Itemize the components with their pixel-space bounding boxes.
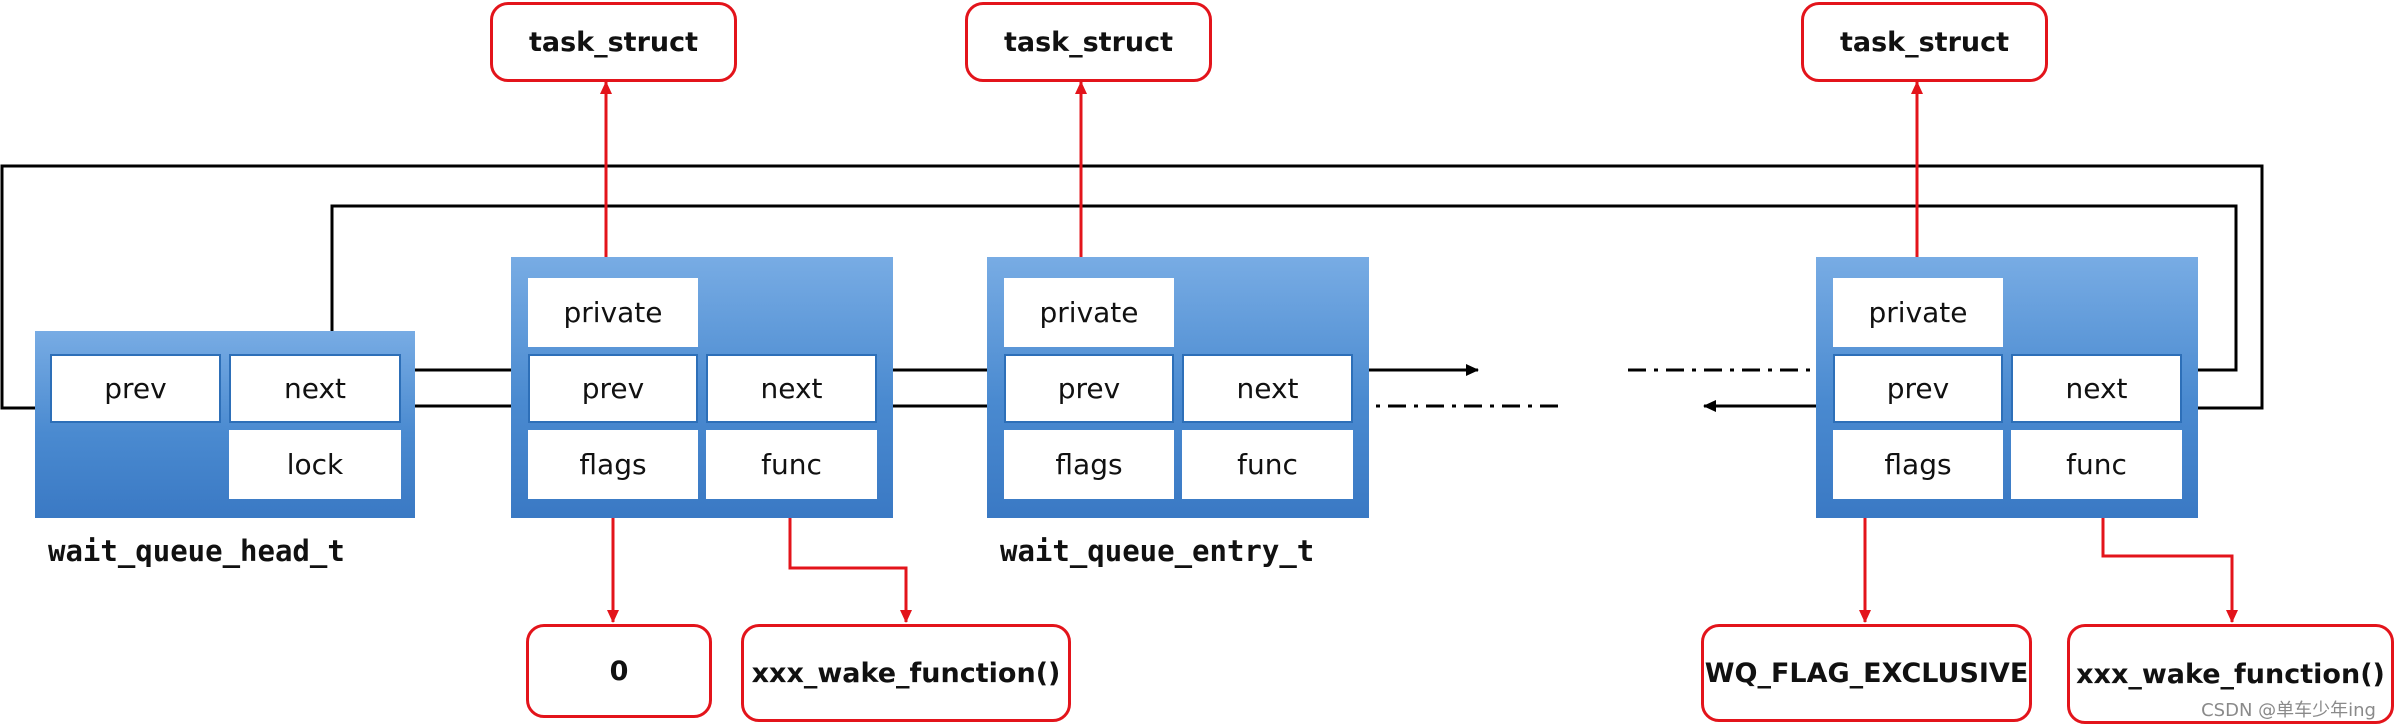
task-struct-box-3: task_struct xyxy=(1801,2,2048,82)
entry2-prev-cell: prev xyxy=(1004,354,1174,423)
entry1-private-label: private xyxy=(563,296,663,329)
entry3-flags-cell: flags xyxy=(1833,430,2003,499)
entry1-func-label: func xyxy=(761,448,822,481)
head-next-cell: next xyxy=(229,354,401,423)
head-prev-label: prev xyxy=(104,372,167,405)
task-struct-box-2: task_struct xyxy=(965,2,1212,82)
func-value-box-1: xxx_wake_function() xyxy=(741,624,1071,722)
entry3-flags-label: flags xyxy=(1884,448,1952,481)
entry3-private-cell: private xyxy=(1833,278,2003,347)
entry2-panel: private prev next flags func xyxy=(987,257,1369,518)
entry1-flags-label: flags xyxy=(579,448,647,481)
head-lock-cell: lock xyxy=(229,430,401,499)
flags-value-box-3: WQ_FLAG_EXCLUSIVE xyxy=(1701,624,2032,722)
flags-value-box-1: 0 xyxy=(526,624,712,718)
entry-type-label: wait_queue_entry_t xyxy=(1000,534,1315,568)
entry1-prev-cell: prev xyxy=(528,354,698,423)
entry3-panel: private prev next flags func xyxy=(1816,257,2198,518)
entry3-prev-label: prev xyxy=(1886,372,1950,405)
head-lock-label: lock xyxy=(286,448,344,481)
wrap-link-outer xyxy=(0,164,2264,414)
entry1-next-cell: next xyxy=(706,354,877,423)
entry1-func-cell: func xyxy=(706,430,877,499)
entry1-flags-cell: flags xyxy=(528,430,698,499)
entry2-private-cell: private xyxy=(1004,278,1174,347)
entry2-func-label: func xyxy=(1237,448,1298,481)
watermark: CSDN @单车少年ing xyxy=(2201,700,2376,721)
entry2-flags-cell: flags xyxy=(1004,430,1174,499)
func-arrow-1 xyxy=(788,484,912,623)
entry1-private-cell: private xyxy=(528,278,698,347)
entry3-next-cell: next xyxy=(2011,354,2182,423)
entry2-next-label: next xyxy=(1236,372,1299,405)
entry2-next-cell: next xyxy=(1182,354,1353,423)
entry3-func-cell: func xyxy=(2011,430,2182,499)
entry1-prev-label: prev xyxy=(581,372,645,405)
entry3-next-label: next xyxy=(2065,372,2128,405)
entry2-private-label: private xyxy=(1039,296,1139,329)
head-prev-cell: prev xyxy=(50,354,221,423)
func-value-box-3: xxx_wake_function() xyxy=(2067,624,2394,724)
entry3-func-label: func xyxy=(2066,448,2127,481)
task-struct-box-1: task_struct xyxy=(490,2,737,82)
head-next-label: next xyxy=(283,372,347,405)
entry3-private-label: private xyxy=(1868,296,1968,329)
head-panel: prev next lock xyxy=(35,331,415,518)
entry2-func-cell: func xyxy=(1182,430,1353,499)
func-arrow-3 xyxy=(2101,502,2238,623)
entry1-panel: private prev next flags func xyxy=(511,257,893,518)
entry1-next-label: next xyxy=(760,372,823,405)
head-type-label: wait_queue_head_t xyxy=(48,534,345,568)
entry2-flags-label: flags xyxy=(1055,448,1123,481)
entry2-prev-label: prev xyxy=(1057,372,1121,405)
entry3-prev-cell: prev xyxy=(1833,354,2003,423)
